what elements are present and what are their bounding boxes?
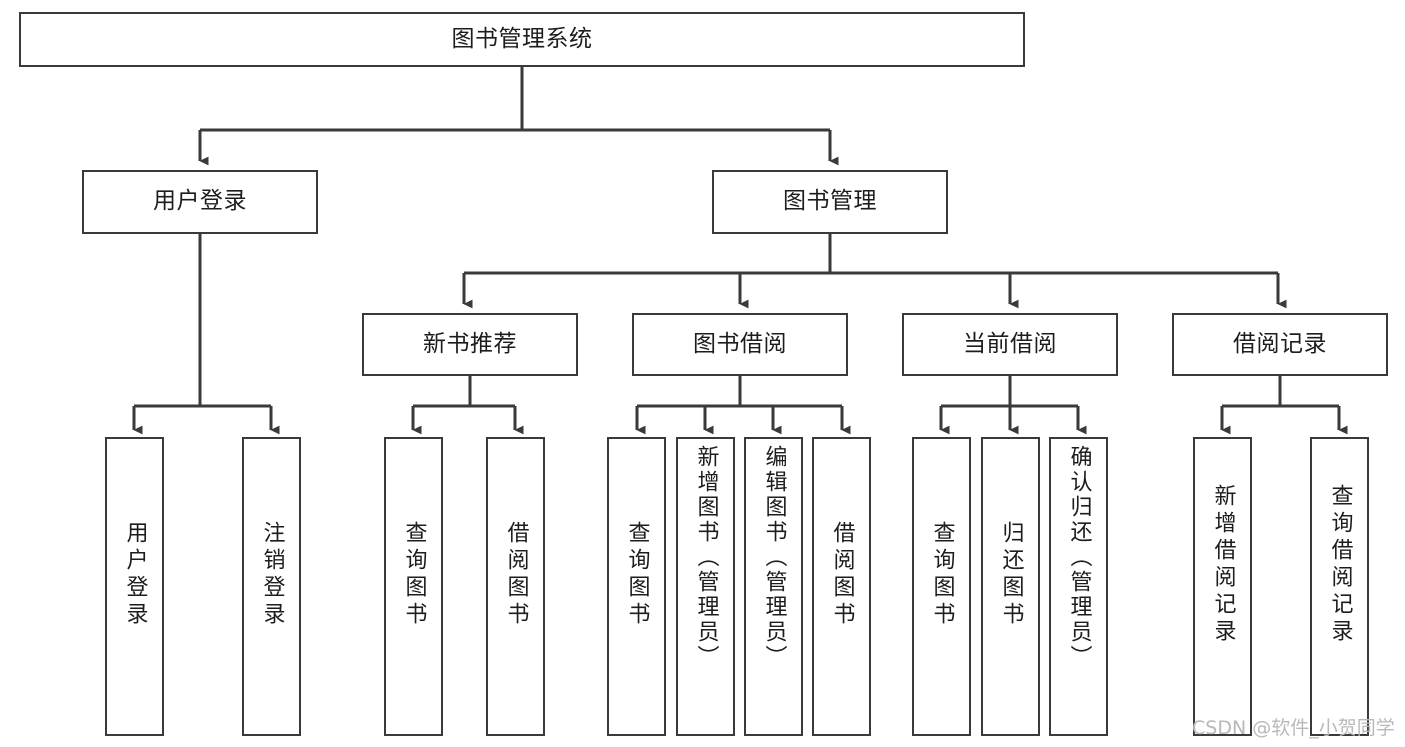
node-leaf-add-book[interactable]: 新增图书（管理员）: [676, 437, 735, 736]
node-current-borrow[interactable]: 当前借阅: [902, 313, 1118, 376]
node-leaf-query-book-3[interactable]: 查询图书: [912, 437, 971, 736]
csdn-watermark: CSDN @软件_小贺同学: [1192, 717, 1395, 739]
node-root-system[interactable]: 图书管理系统: [19, 12, 1025, 67]
node-label: 新增借阅记录: [1210, 484, 1236, 646]
node-label: 当前借阅: [963, 330, 1057, 357]
node-leaf-query-book-2[interactable]: 查询图书: [607, 437, 666, 736]
node-leaf-logout[interactable]: 注销登录: [242, 437, 301, 736]
node-label: 归还图书: [998, 521, 1024, 629]
node-label: 用户登录: [153, 188, 247, 215]
node-leaf-confirm-return[interactable]: 确认归还（管理员）: [1049, 437, 1108, 736]
node-user-login[interactable]: 用户登录: [82, 170, 318, 234]
node-leaf-edit-book[interactable]: 编辑图书（管理员）: [744, 437, 803, 736]
node-book-borrow[interactable]: 图书借阅: [632, 313, 848, 376]
node-label: 注销登录: [259, 521, 285, 629]
node-leaf-borrow-book-2[interactable]: 借阅图书: [812, 437, 871, 736]
node-label: 新书推荐: [423, 330, 517, 357]
node-label: 查询借阅记录: [1327, 484, 1353, 646]
node-label: 图书借阅: [693, 330, 787, 357]
node-label: 查询图书: [401, 521, 427, 629]
node-borrow-record[interactable]: 借阅记录: [1172, 313, 1388, 376]
node-leaf-return-book[interactable]: 归还图书: [981, 437, 1040, 736]
node-leaf-user-login[interactable]: 用户登录: [105, 437, 164, 736]
node-label: 新增图书（管理员）: [693, 445, 719, 670]
node-leaf-query-record[interactable]: 查询借阅记录: [1310, 437, 1369, 736]
node-label: 用户登录: [122, 521, 148, 629]
node-label: 查询图书: [929, 521, 955, 629]
node-label: 借阅图书: [829, 521, 855, 629]
node-leaf-add-record[interactable]: 新增借阅记录: [1193, 437, 1252, 736]
node-leaf-query-book-1[interactable]: 查询图书: [384, 437, 443, 736]
node-label: 确认归还（管理员）: [1066, 445, 1092, 670]
node-book-manage[interactable]: 图书管理: [712, 170, 948, 234]
node-new-book-recommend[interactable]: 新书推荐: [362, 313, 578, 376]
node-label: 借阅图书: [503, 521, 529, 629]
node-leaf-borrow-book-1[interactable]: 借阅图书: [486, 437, 545, 736]
node-label: 图书管理: [783, 188, 877, 215]
node-label: 查询图书: [624, 521, 650, 629]
node-label: 图书管理系统: [451, 25, 593, 52]
node-label: 借阅记录: [1233, 330, 1327, 357]
node-label: 编辑图书（管理员）: [761, 445, 787, 670]
